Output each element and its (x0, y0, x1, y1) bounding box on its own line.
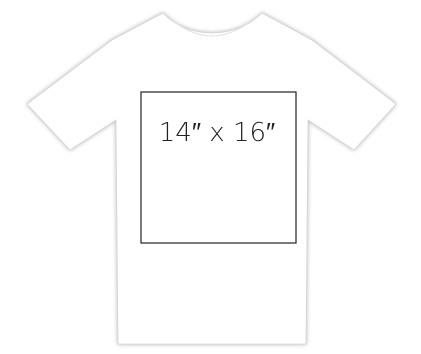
print-area-label: 14″ x 16″ (159, 118, 276, 148)
